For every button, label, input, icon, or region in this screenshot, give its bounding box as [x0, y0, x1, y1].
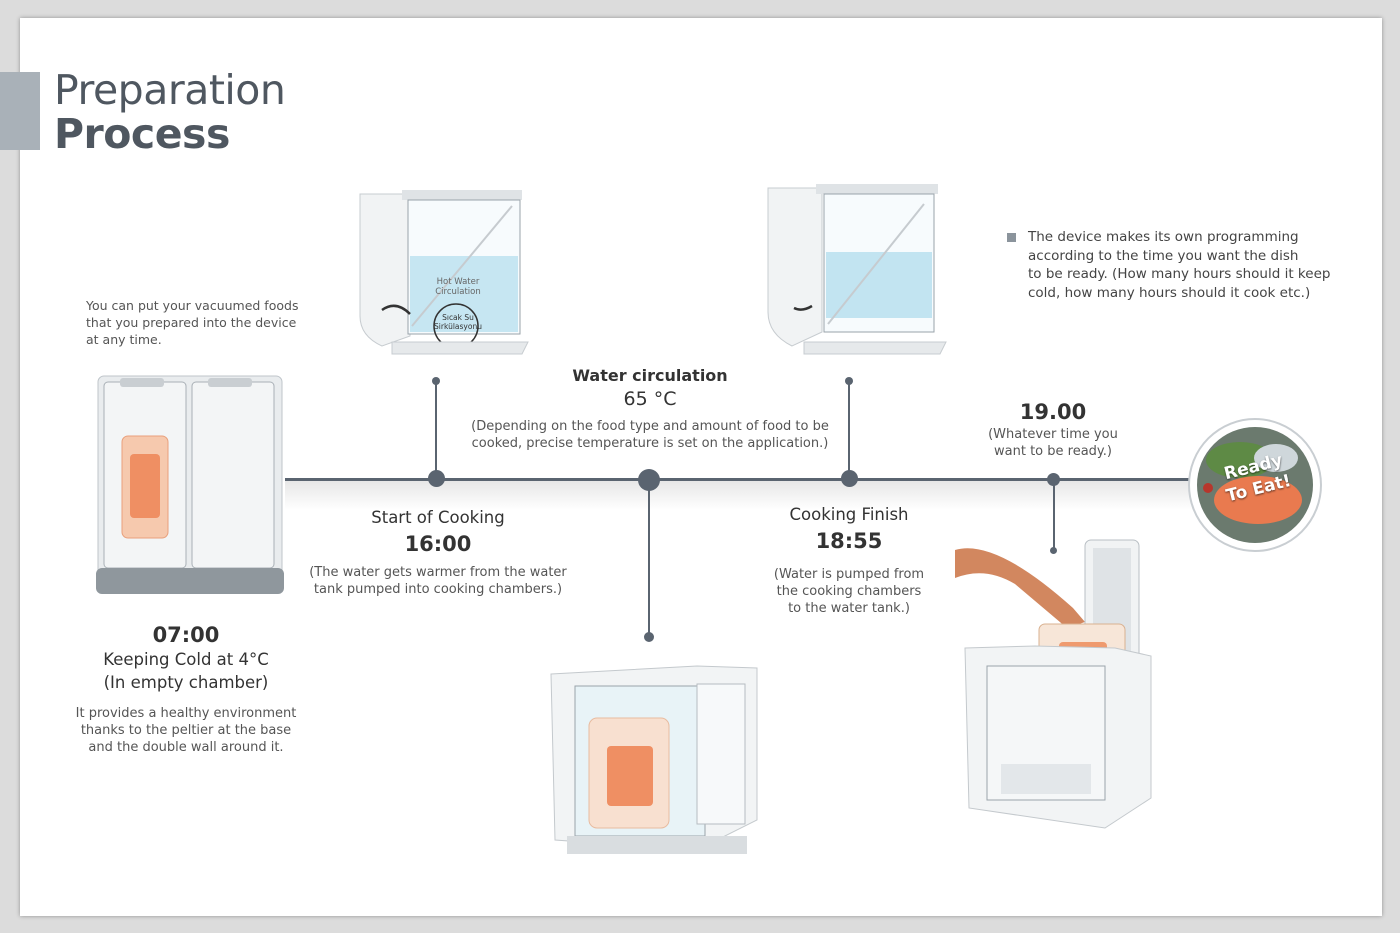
connector-line — [648, 490, 650, 637]
connector-dot — [644, 632, 654, 642]
circulation-desc-line: cooked, precise temperature is set on th… — [471, 436, 829, 451]
turkish-label: Sıcak Su Sirkülasyonu — [418, 313, 498, 331]
cold-desc-line: It provides a healthy environment — [75, 706, 297, 721]
ready-time: 19.00 — [1019, 400, 1087, 424]
page-title-line2: Process — [54, 110, 230, 158]
connector-line — [435, 381, 437, 478]
turkish-label-line: Sıcak Su — [442, 313, 474, 322]
circulation-label: Water circulation — [572, 366, 728, 385]
circulation-temp: 65 °C — [623, 388, 677, 410]
finish-desc-line: the cooking chambers — [776, 584, 922, 599]
finish-desc-line: (Water is pumped from — [773, 567, 925, 582]
connector-line — [848, 381, 850, 478]
start-desc-line: tank pumped into cooking chambers.) — [313, 582, 563, 597]
timeline-node-circulation — [638, 469, 660, 491]
timeline-shadow — [285, 480, 1195, 510]
cold-sublabel: (In empty chamber) — [103, 673, 269, 692]
timeline-node-finish — [841, 470, 858, 487]
turkish-label-line: Sirkülasyonu — [434, 322, 482, 331]
right-note: The device makes its own programming acc… — [1028, 228, 1358, 302]
hot-water-label-line: Hot Water — [436, 277, 480, 287]
cold-desc: It provides a healthy environment thanks… — [66, 705, 306, 756]
finish-desc-line: to the water tank.) — [788, 601, 910, 616]
device-open-lid-image — [955, 539, 1152, 829]
device-cooking-finish-image — [767, 184, 947, 355]
start-desc: (The water gets warmer from the water ta… — [298, 564, 578, 598]
right-note-line: to be ready. (How many hours should it k… — [1028, 266, 1331, 282]
intro-note: You can put your vacuumed foods that you… — [86, 297, 306, 348]
cold-time: 07:00 — [152, 623, 220, 647]
hot-water-label: Hot Water Circulation — [418, 277, 498, 297]
circulation-desc-line: (Depending on the food type and amount o… — [471, 419, 829, 434]
right-note-line: cold, how many hours should it cook etc.… — [1028, 284, 1311, 301]
intro-note-line: at any time. — [86, 332, 162, 347]
bullet-square — [1007, 233, 1016, 242]
cold-desc-line: thanks to the peltier at the base — [80, 723, 292, 738]
finish-time: 18:55 — [815, 529, 883, 553]
ready-to-eat-badge — [1188, 418, 1322, 552]
intro-note-line: You can put your vacuumed foods — [86, 298, 299, 313]
title-accent-bar — [0, 72, 40, 150]
cold-desc-line: and the double wall around it. — [88, 740, 284, 755]
connector-dot — [1050, 547, 1057, 554]
connector-line — [1053, 484, 1055, 550]
finish-desc: (Water is pumped from the cooking chambe… — [749, 566, 949, 617]
start-desc-line: (The water gets warmer from the water — [309, 565, 567, 580]
page-title-line1: Preparation — [54, 66, 286, 114]
device-double-chamber-image — [96, 375, 284, 594]
ready-desc: (Whatever time you want to be ready.) — [968, 426, 1138, 460]
start-label: Start of Cooking — [371, 508, 505, 527]
timeline-node-ready — [1047, 473, 1060, 486]
ready-desc-line: want to be ready.) — [994, 444, 1112, 459]
device-start-cooking-image — [359, 190, 529, 355]
intro-note-line: that you prepared into the device — [86, 315, 297, 330]
right-note-line: The device makes its own programming — [1028, 229, 1299, 245]
hot-water-label-line: Circulation — [435, 287, 481, 297]
timeline-node-start — [428, 470, 445, 487]
circulation-desc: (Depending on the food type and amount o… — [465, 418, 835, 452]
finish-label: Cooking Finish — [789, 505, 909, 524]
ready-desc-line: (Whatever time you — [988, 427, 1118, 442]
start-time: 16:00 — [404, 532, 472, 556]
right-note-line: according to the time you want the dish — [1028, 247, 1299, 264]
cold-label: Keeping Cold at 4°C — [103, 650, 269, 669]
device-water-circulation-image — [550, 665, 758, 854]
timeline-main — [285, 478, 1195, 481]
